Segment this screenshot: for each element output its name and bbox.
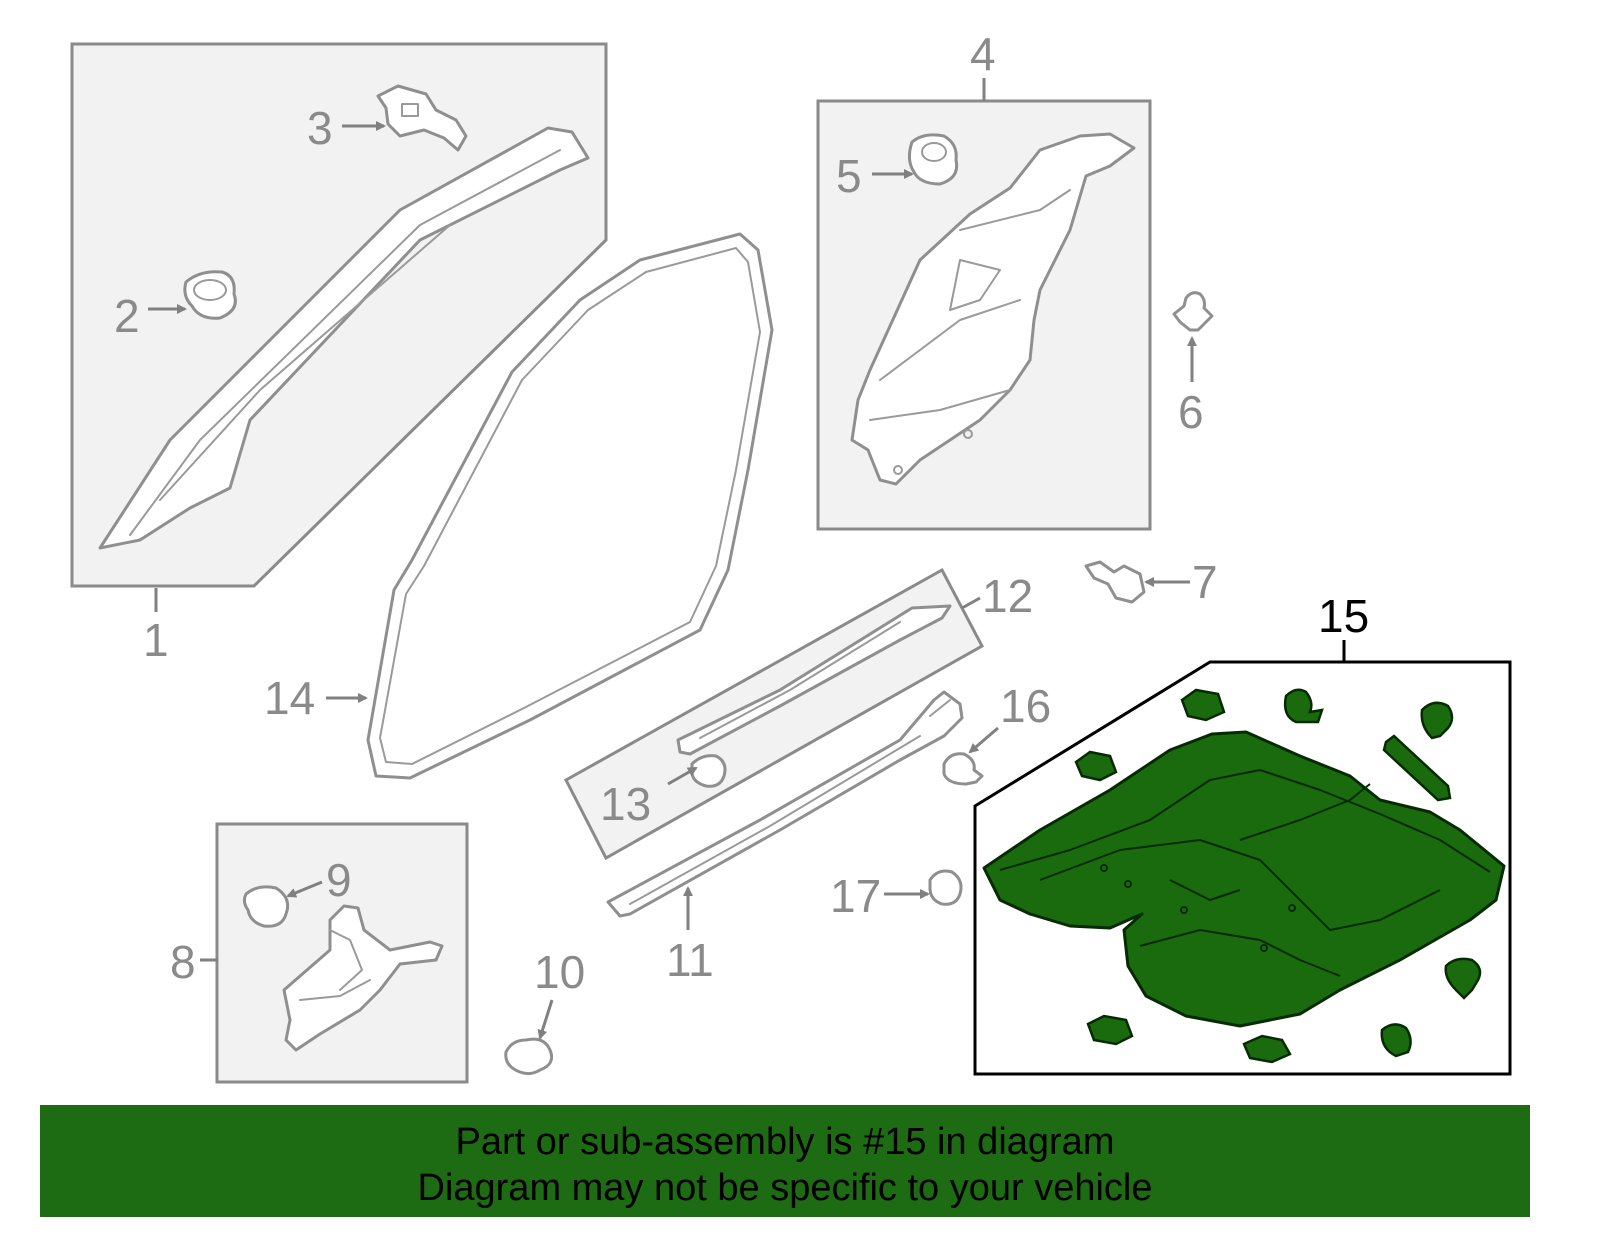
callout-15: 15 [1318, 590, 1369, 642]
callout-1: 1 [143, 614, 169, 666]
part-14-group[interactable]: 14 [264, 232, 774, 780]
callout-6: 6 [1178, 386, 1204, 438]
callout-4: 4 [970, 28, 996, 80]
callout-2: 2 [114, 290, 140, 342]
callout-11: 11 [666, 934, 714, 986]
callout-16: 16 [1000, 680, 1051, 732]
callout-13: 13 [600, 778, 651, 830]
fastener-f[interactable] [1444, 957, 1482, 1000]
part-12-group[interactable]: 12 [564, 567, 1033, 861]
bracket-3[interactable] [376, 84, 468, 152]
part-7-group[interactable]: 7 [1084, 556, 1218, 608]
kick-panel[interactable] [282, 904, 444, 1052]
part-16-group[interactable]: 16 [942, 680, 1051, 786]
part-8-group[interactable]: 8 [170, 822, 469, 1084]
part-5-group[interactable]: 5 [836, 133, 959, 202]
fastener-g[interactable] [1086, 1014, 1134, 1046]
part-11-group[interactable]: 11 [606, 690, 964, 986]
door-weatherstrip[interactable] [366, 232, 774, 780]
part-2-group[interactable]: 2 [114, 270, 237, 342]
clip-9[interactable] [242, 885, 290, 928]
banner-line-part: Part or sub-assembly is #15 in diagram [455, 1121, 1115, 1163]
push-pin-6[interactable] [1172, 291, 1214, 332]
callout-7: 7 [1192, 556, 1218, 608]
callout-10: 10 [534, 946, 585, 998]
part-4-group[interactable]: 4 [816, 28, 1152, 531]
bolt-7[interactable] [1084, 560, 1146, 604]
part-1-group[interactable]: 1 [70, 42, 608, 666]
callout-8: 8 [170, 936, 196, 988]
callout-3: 3 [307, 102, 333, 154]
callout-5: 5 [836, 150, 862, 202]
fastener-set [1074, 688, 1482, 1064]
clip-16[interactable] [942, 752, 984, 786]
callout-12: 12 [982, 570, 1033, 622]
sill-strip[interactable] [606, 690, 964, 918]
part-15-group[interactable]: 15 [973, 590, 1512, 1076]
callout-14: 14 [264, 672, 315, 724]
fastener-i[interactable] [1380, 1023, 1412, 1058]
banner-line-disclaimer: Diagram may not be specific to your vehi… [417, 1167, 1153, 1209]
pillar-trim[interactable] [98, 126, 590, 550]
clip-17[interactable] [928, 869, 963, 906]
info-banner: Part or sub-assembly is #15 in diagram D… [40, 1105, 1530, 1217]
clip-10[interactable] [504, 1037, 554, 1076]
fastener-b[interactable] [1283, 688, 1324, 724]
callout-17: 17 [830, 870, 881, 922]
fastener-h[interactable] [1242, 1034, 1292, 1064]
callout-9: 9 [326, 854, 352, 906]
part-17-group[interactable]: 17 [830, 869, 963, 922]
fastener-a[interactable] [1180, 688, 1226, 722]
clip-13[interactable] [690, 754, 727, 788]
part-13-group[interactable]: 13 [600, 754, 727, 830]
bracket-e[interactable] [1382, 734, 1452, 802]
part-6-group[interactable]: 6 [1172, 291, 1214, 438]
part-9-group[interactable]: 9 [242, 854, 352, 928]
fastener-d[interactable] [1074, 750, 1118, 782]
part-10-group[interactable]: 10 [504, 946, 585, 1076]
part-3-group[interactable]: 3 [307, 84, 468, 154]
fastener-c[interactable] [1420, 701, 1454, 740]
under-engine-cover[interactable] [982, 730, 1506, 1028]
scuff-plate[interactable] [676, 604, 952, 756]
